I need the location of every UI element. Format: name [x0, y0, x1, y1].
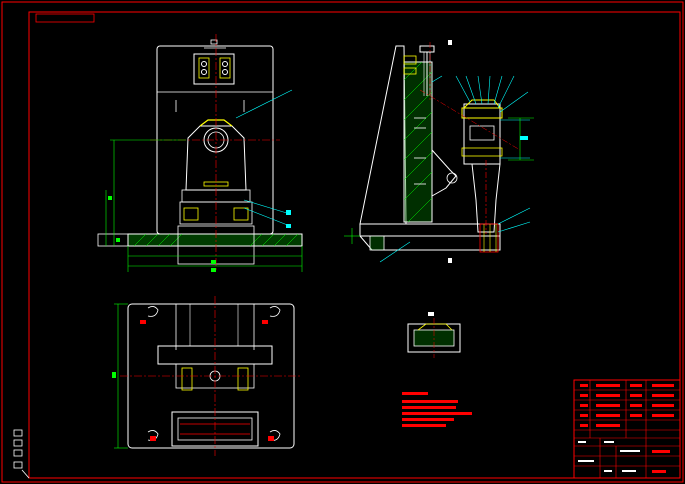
- left-margin-markers: [13, 429, 30, 479]
- inner-border: [28, 11, 681, 479]
- technical-notes: [402, 392, 472, 427]
- front-view: [97, 34, 303, 272]
- title-block: [573, 379, 681, 479]
- top-view: [112, 296, 300, 456]
- detail-view: [407, 312, 461, 358]
- side-section-view: [344, 40, 534, 263]
- drawing-number-box: [35, 13, 95, 23]
